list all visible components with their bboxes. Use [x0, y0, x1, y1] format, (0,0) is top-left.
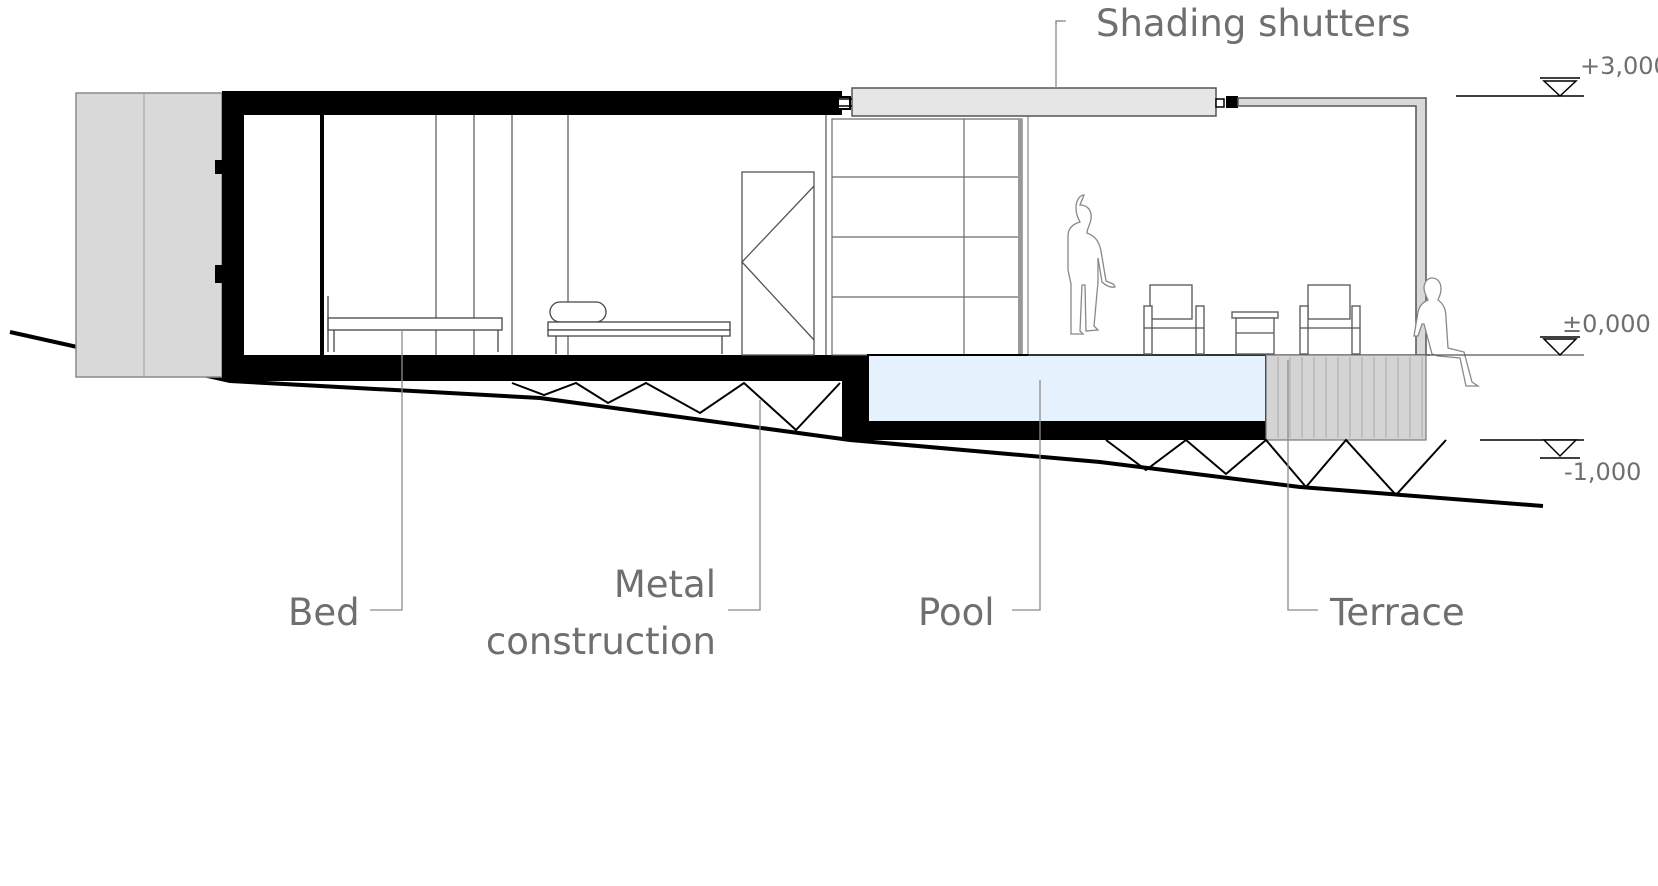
chair-left: [1143, 284, 1205, 355]
label-shading-shutters: Shading shutters: [1096, 2, 1411, 45]
leader-lines: [370, 20, 1318, 611]
glass-wall: [831, 115, 1029, 356]
label-bed: Bed: [288, 591, 360, 634]
label-metal: Metal: [614, 563, 716, 606]
level-label-top: +3,000: [1580, 52, 1658, 80]
terrace-deck: [1265, 354, 1427, 441]
daybed: [547, 301, 731, 354]
level-label-bottom: -1,000: [1564, 458, 1641, 486]
person-standing: [1067, 194, 1116, 335]
shading-shutter: [836, 87, 1238, 117]
interior-partitions: [320, 115, 827, 355]
side-table: [1231, 311, 1279, 355]
leader-metal: [728, 400, 761, 611]
person-seated: [1413, 277, 1481, 387]
level-marker-bottom: [1480, 439, 1584, 459]
chair-right: [1299, 284, 1361, 355]
bed: [327, 296, 503, 352]
leader-bed: [370, 330, 403, 611]
pool-water: [867, 354, 1267, 423]
level-marker-zero: [1430, 336, 1584, 357]
leader-pool: [1012, 380, 1041, 611]
truss-left: [511, 381, 841, 432]
label-terrace: Terrace: [1329, 591, 1465, 634]
building-section: [222, 91, 1266, 440]
truss-right: [1105, 438, 1447, 497]
deck-boards: [1277, 357, 1423, 438]
door: [741, 171, 815, 356]
label-pool: Pool: [918, 591, 995, 634]
label-construction: construction: [486, 620, 716, 663]
left-wall-panel: [75, 92, 224, 378]
leader-terrace: [1287, 360, 1318, 611]
level-marker-top: [1456, 77, 1584, 98]
level-label-zero: ±0,000: [1562, 310, 1651, 338]
